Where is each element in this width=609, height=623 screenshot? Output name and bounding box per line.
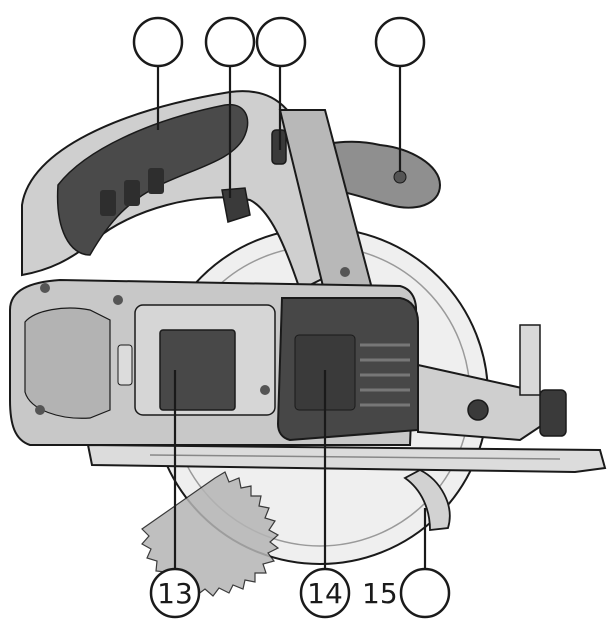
depth-lever	[539, 389, 567, 437]
lower-guard	[403, 468, 451, 532]
motor-housing	[9, 267, 419, 446]
side-vent	[117, 344, 133, 386]
battery-indicator	[159, 329, 236, 411]
callout-top-3	[255, 16, 307, 68]
grip-slot-3	[148, 168, 164, 194]
callout-13-label: 13	[157, 577, 193, 610]
main-handle	[21, 90, 342, 292]
bevel-knob	[467, 399, 489, 421]
trigger-switch	[221, 187, 251, 223]
callout-top-1	[132, 16, 184, 68]
leader-lines	[156, 66, 427, 568]
front-knob-screw	[393, 170, 407, 184]
callout-top-4	[374, 16, 426, 68]
grip-slot-2	[124, 180, 140, 206]
riving-post	[519, 324, 541, 396]
callout-14-label: 14	[307, 577, 343, 610]
label-15: 15	[362, 577, 398, 610]
callout-13: 13	[149, 567, 201, 619]
callout-top-2	[204, 16, 256, 68]
grip-slot-1	[100, 190, 116, 216]
callout-14: 14	[299, 567, 351, 619]
bevel-bracket	[417, 324, 567, 442]
base-plate	[86, 443, 607, 474]
callout-bottom-empty	[399, 567, 451, 619]
